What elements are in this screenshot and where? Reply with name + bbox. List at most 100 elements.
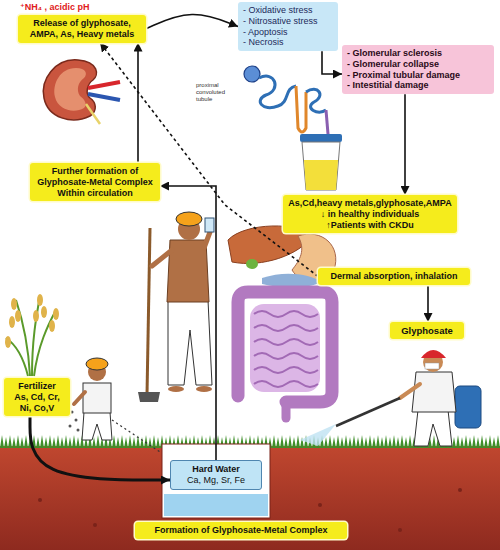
fertilizer-farmer <box>69 358 161 452</box>
node-text: ↓ in healthy individuals <box>288 209 452 220</box>
process-box: Release of glyphosate, AMPA, As, Heavy m… <box>18 15 146 43</box>
soil <box>38 498 42 502</box>
fertilizer-farmer <box>112 420 160 452</box>
kidney <box>86 104 100 124</box>
soil <box>318 503 322 507</box>
effects-box: - Oxidative stress- Nitrosative stress- … <box>238 2 338 51</box>
pesticide-sprayer <box>414 410 452 446</box>
soil <box>93 523 97 527</box>
flow-arrow <box>146 15 238 29</box>
node-text: - Proximal tubular damage <box>347 70 489 81</box>
pesticide-sprayer <box>425 363 439 369</box>
farmer-drinking <box>196 386 212 392</box>
flow-arrow <box>404 94 406 195</box>
fertilizer-farmer <box>74 392 85 404</box>
result-box: As,Cd,heavy metals,glyphosate,AMPA↓ in h… <box>283 195 457 233</box>
kidney <box>88 82 120 88</box>
rice-plant <box>16 300 30 376</box>
damage-box: - Glomerular sclerosis- Glomerular colla… <box>342 45 494 94</box>
urine-cup <box>300 134 342 142</box>
rice-plant <box>49 320 55 332</box>
digestive-organs <box>282 402 291 418</box>
flow-arrow <box>427 285 429 322</box>
node-text: ↑Patients with CKDu <box>288 220 452 231</box>
flow-arrow <box>322 51 342 74</box>
fertilizer-farmer <box>82 412 112 440</box>
process-box: Formation of Glyphosate-Metal Complex <box>135 522 347 539</box>
farmer-drinking <box>147 228 150 395</box>
soil <box>0 446 500 550</box>
node-text: - Nitrosative stress <box>243 16 333 27</box>
chemistry-note: ⁺NH₄ , acidic pH <box>20 2 150 12</box>
fertilizer-farmer <box>75 419 78 422</box>
urine-cup <box>304 160 338 190</box>
node-text: - Necrosis <box>243 37 333 48</box>
water-box: Hard WaterCa, Mg, Sr, Fe <box>170 460 262 490</box>
digestive-organs <box>254 325 318 331</box>
substance-box: Glyphosate <box>390 322 464 339</box>
node-text: Release of glyphosate, AMPA, As, Heavy m… <box>23 18 141 40</box>
part-label: proximal convoluted tubule <box>196 82 242 103</box>
pesticide-sprayer <box>421 350 446 358</box>
kidney <box>43 60 120 124</box>
farmer-drinking <box>152 250 172 266</box>
fertilizer-farmer <box>71 411 74 414</box>
digestive-organs <box>238 292 332 402</box>
urine-cup <box>302 142 340 190</box>
digestive-organs <box>254 353 318 359</box>
pesticide-sprayer <box>336 398 400 426</box>
digestive-organs <box>250 304 320 392</box>
rice-plant <box>11 298 17 310</box>
kidney <box>54 68 86 111</box>
pesticide-sprayer <box>300 350 481 446</box>
node-text: - Glomerular sclerosis <box>347 48 489 59</box>
digestive-organs <box>254 311 318 317</box>
soil <box>0 446 500 550</box>
rice-plant <box>5 294 59 376</box>
fertilizer-farmer <box>86 358 108 370</box>
nephron <box>296 86 306 132</box>
rice-plant <box>9 316 15 328</box>
rice-plant <box>5 336 11 348</box>
rice-plant <box>37 294 43 306</box>
digestive-organs <box>262 274 322 288</box>
node-text: - Apoptosis <box>243 27 333 38</box>
node-text: As, Cd, Cr, Ni, Co,V <box>9 392 65 414</box>
node-text: Ca, Mg, Sr, Fe <box>176 475 256 486</box>
pesticide-sprayer <box>412 372 456 412</box>
dotted-arrow <box>100 43 318 277</box>
nephron <box>259 76 296 108</box>
node-text: Dermal absorption, inhalation <box>323 271 465 282</box>
water-pit <box>164 494 268 516</box>
process-box: Further formation of Glyphosate-Metal Co… <box>30 163 160 201</box>
node-text: Glyphosate <box>395 325 459 336</box>
flow-arrow <box>137 43 139 163</box>
node-text: As,Cd,heavy metals,glyphosate,AMPA <box>288 198 452 209</box>
digestive-organs <box>228 226 336 418</box>
substance-box: FertilizerAs, Cd, Cr, Ni, Co,V <box>4 378 70 416</box>
rice-plant <box>34 310 56 376</box>
farmer-drinking <box>204 232 210 248</box>
node-text: Formation of Glyphosate-Metal Complex <box>140 525 342 536</box>
digestive-organs <box>254 381 318 387</box>
nephron <box>326 110 328 134</box>
kidney <box>88 94 120 100</box>
pesticide-sprayer <box>300 424 336 446</box>
pesticide-sprayer <box>400 384 420 398</box>
rice-plant <box>53 308 59 320</box>
node-text: - Intestitial damage <box>347 80 489 91</box>
farmer-drinking <box>176 212 202 226</box>
fertilizer-farmer <box>69 425 72 428</box>
nephron <box>306 89 326 112</box>
farmer-drinking <box>168 300 212 385</box>
flow-arrow <box>160 186 216 460</box>
soil <box>458 488 462 492</box>
process-box: Dermal absorption, inhalation <box>318 268 470 285</box>
node-text: Further formation of Glyphosate-Metal Co… <box>35 166 155 198</box>
node-text: Fertilizer <box>9 381 65 392</box>
soil <box>398 528 402 532</box>
fertilizer-farmer <box>77 429 80 432</box>
rice-plant <box>33 310 39 322</box>
farmer-drinking <box>168 386 184 392</box>
